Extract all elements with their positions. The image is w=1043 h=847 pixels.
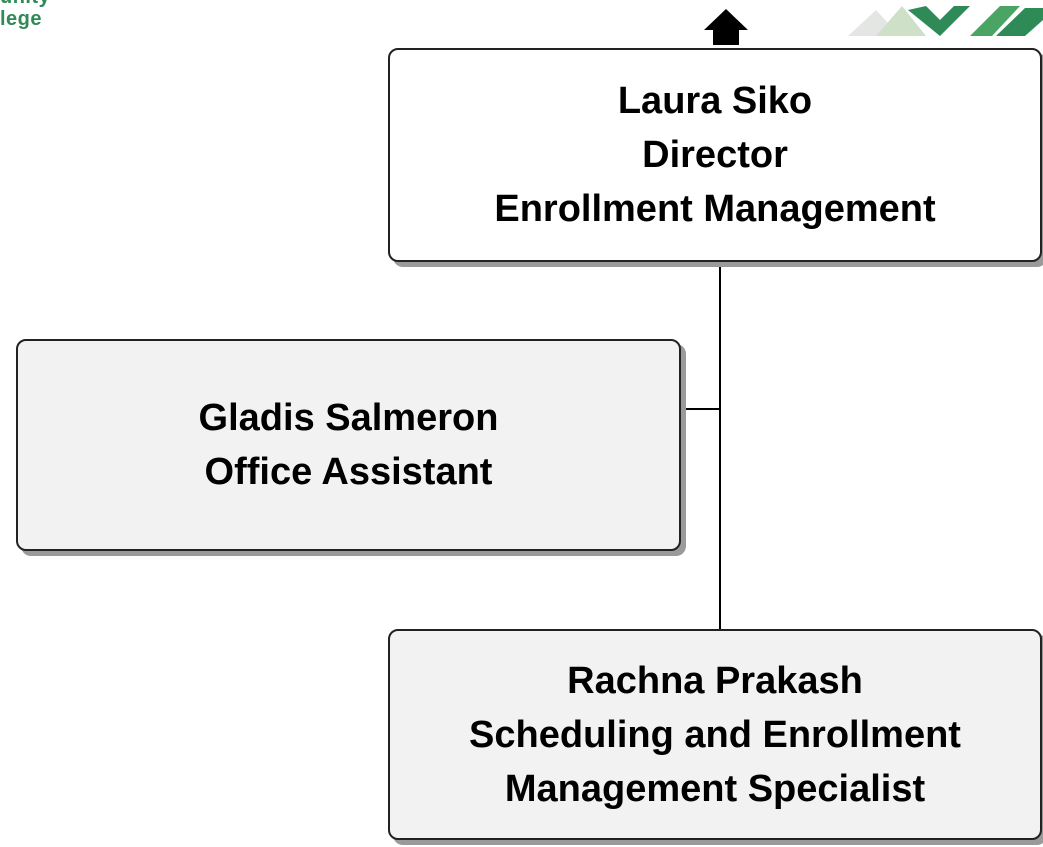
director-node: Laura Siko Director Enrollment Managemen… — [388, 48, 1042, 262]
specialist-node: Rachna Prakash Scheduling and Enrollment… — [388, 629, 1042, 840]
up-arrow-icon — [704, 9, 748, 45]
specialist-name: Rachna Prakash — [567, 659, 863, 702]
assistant-title: Office Assistant — [204, 451, 493, 493]
assistant-node: Gladis Salmeron Office Assistant — [16, 339, 681, 551]
director-department: Enrollment Management — [494, 188, 936, 230]
corner-logo-graphic — [848, 6, 1043, 36]
specialist-title-line-2: Management Specialist — [504, 767, 926, 810]
director-name: Laura Siko — [617, 80, 813, 122]
college-logo-text: unity lege — [0, 0, 50, 30]
logo-line-1: unity — [0, 0, 50, 8]
logo-line-2: lege — [0, 8, 43, 30]
director-title: Director — [642, 134, 788, 176]
specialist-title-line-1: Scheduling and Enrollment — [469, 713, 961, 756]
assistant-name: Gladis Salmeron — [198, 397, 499, 439]
